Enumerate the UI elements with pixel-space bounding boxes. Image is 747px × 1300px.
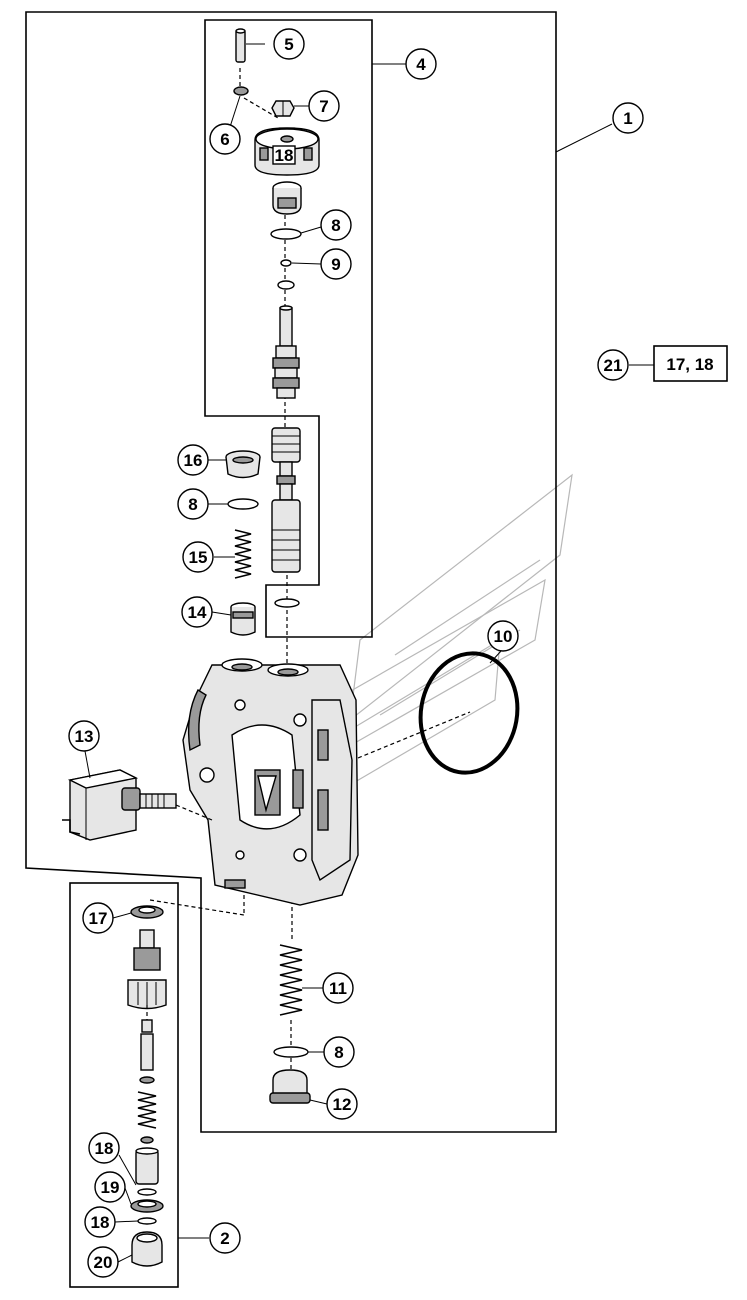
callout-9: 9 <box>320 248 352 280</box>
callout-4: 4 <box>405 48 437 80</box>
svg-text:19: 19 <box>101 1178 120 1197</box>
callout-8-lower: 8 <box>323 1036 355 1068</box>
part-5-pin <box>235 28 246 63</box>
part-18-sleeve <box>135 1147 159 1185</box>
part-11-spring <box>279 944 303 1016</box>
part-14-sleeve <box>230 602 256 636</box>
svg-text:12: 12 <box>333 1095 352 1114</box>
part-cartridge-valve <box>127 929 167 1144</box>
part-6-washer <box>233 86 249 96</box>
assembly-outline-4 <box>204 19 373 638</box>
svg-text:13: 13 <box>75 727 94 746</box>
callout-10: 10 <box>487 620 519 652</box>
svg-text:8: 8 <box>334 1043 343 1062</box>
svg-text:6: 6 <box>220 130 229 149</box>
callout-18-upper: 18 <box>88 1132 120 1164</box>
part-valve-body <box>182 658 359 906</box>
part-8-oring-upper <box>270 228 302 240</box>
part-18-ring-lower <box>137 1217 157 1225</box>
assembly-outline-1 <box>25 11 557 1133</box>
part-10-large-oring <box>418 651 520 775</box>
part-valve-stem <box>272 305 300 399</box>
callout-12: 12 <box>326 1088 358 1120</box>
svg-text:11: 11 <box>329 979 347 998</box>
part-adjust-nut <box>254 127 320 176</box>
callout-20: 20 <box>87 1246 119 1278</box>
svg-text:10: 10 <box>494 627 513 646</box>
callout-18-lower: 18 <box>84 1206 116 1238</box>
svg-text:5: 5 <box>284 35 293 54</box>
callout-2: 2 <box>209 1222 241 1254</box>
svg-text:15: 15 <box>189 548 208 567</box>
part-adapter-fitting <box>272 181 302 215</box>
svg-text:21: 21 <box>604 356 623 375</box>
callout-15: 15 <box>182 541 214 573</box>
nut-marking: 18 <box>275 146 294 165</box>
part-20-cap-nut <box>131 1231 163 1267</box>
kit-box <box>653 345 728 382</box>
part-13-solenoid <box>62 769 177 841</box>
svg-text:7: 7 <box>319 97 328 116</box>
callout-17: 17 <box>82 902 114 934</box>
part-oring-spool <box>274 598 300 608</box>
callout-1: 1 <box>612 102 644 134</box>
part-9-ring <box>280 259 292 267</box>
svg-text:4: 4 <box>416 55 426 74</box>
assembly-outline-2 <box>69 882 179 1288</box>
kit-box-label: 17, 18 <box>666 355 713 374</box>
svg-text:18: 18 <box>91 1213 110 1232</box>
part-8-oring-mid <box>227 498 259 510</box>
part-18-ring-upper <box>137 1188 157 1196</box>
callout-8-mid: 8 <box>177 488 209 520</box>
svg-text:2: 2 <box>220 1229 229 1248</box>
part-12-plug <box>269 1069 311 1104</box>
part-17-cap <box>130 905 164 919</box>
callout-11: 11 <box>322 972 354 1004</box>
svg-text:20: 20 <box>94 1253 113 1272</box>
callout-14: 14 <box>181 596 213 628</box>
svg-text:8: 8 <box>331 216 340 235</box>
callout-8-upper: 8 <box>320 209 352 241</box>
part-8-oring-lower <box>273 1046 309 1058</box>
callout-16: 16 <box>177 444 209 476</box>
svg-text:14: 14 <box>188 603 207 622</box>
leader-lines <box>84 43 654 1263</box>
part-15-spring <box>234 529 252 579</box>
part-spool <box>271 427 301 573</box>
svg-text:1: 1 <box>623 109 632 128</box>
svg-text:9: 9 <box>331 255 340 274</box>
part-oring-small <box>277 280 295 290</box>
part-19-washer <box>130 1199 164 1213</box>
part-7-nut <box>271 100 295 117</box>
svg-text:8: 8 <box>188 495 197 514</box>
callout-6: 6 <box>209 123 241 155</box>
callout-13: 13 <box>68 720 100 752</box>
svg-text:17: 17 <box>89 909 108 928</box>
part-16-plug <box>225 450 261 479</box>
svg-text:16: 16 <box>184 451 203 470</box>
callout-5: 5 <box>273 28 305 60</box>
callout-21: 21 <box>597 349 629 381</box>
callout-19: 19 <box>94 1171 126 1203</box>
callout-7: 7 <box>308 90 340 122</box>
svg-text:18: 18 <box>95 1139 114 1158</box>
